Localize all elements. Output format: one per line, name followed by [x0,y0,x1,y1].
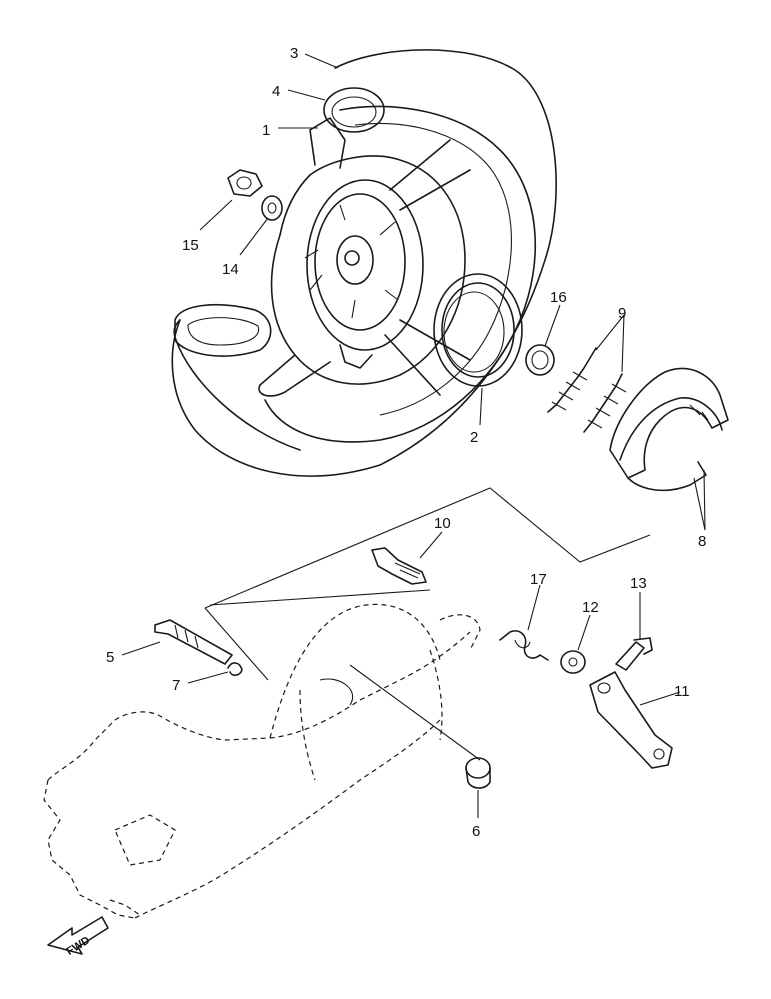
callout-13: 13 [630,575,647,592]
collar [465,757,491,789]
callout-labels: 1 2 3 4 5 6 7 8 9 10 11 12 13 14 15 16 1… [106,45,706,840]
callout-8: 8 [698,533,706,550]
axle-nut [227,169,263,197]
callout-2: 2 [470,429,478,446]
callout-1: 1 [262,122,270,139]
torsion-spring [499,630,549,661]
callout-6: 6 [472,823,480,840]
forward-direction-arrow: FWD [47,916,109,958]
rim-band [323,87,385,133]
brake-camshaft [371,547,427,585]
brake-camshaft-lever [589,671,673,769]
callout-15: 15 [182,237,199,254]
callout-14: 14 [222,261,239,278]
washer [261,195,283,221]
axle-shaft [154,619,233,665]
brake-return-springs [547,347,627,433]
callout-10: 10 [434,515,451,532]
callout-9: 9 [618,305,626,322]
callout-16: 16 [550,289,567,306]
crankcase-outline [43,603,481,919]
callout-7: 7 [172,677,180,694]
drum-seal-ring [433,273,523,387]
callout-5: 5 [106,649,114,666]
oil-seal [525,344,555,376]
callout-4: 4 [272,83,280,100]
fwd-label: FWD [65,934,93,957]
leader-lines [121,53,706,818]
camshaft-washer [560,650,586,674]
alignment-lines [204,487,651,761]
callout-11: 11 [674,683,690,700]
callout-3: 3 [290,45,298,62]
circlip [227,662,243,676]
lever-bolt [615,637,653,671]
callout-17: 17 [530,571,547,588]
brake-shoes [609,367,729,492]
callout-12: 12 [582,599,599,616]
tire-sidewall-lip [174,304,272,357]
